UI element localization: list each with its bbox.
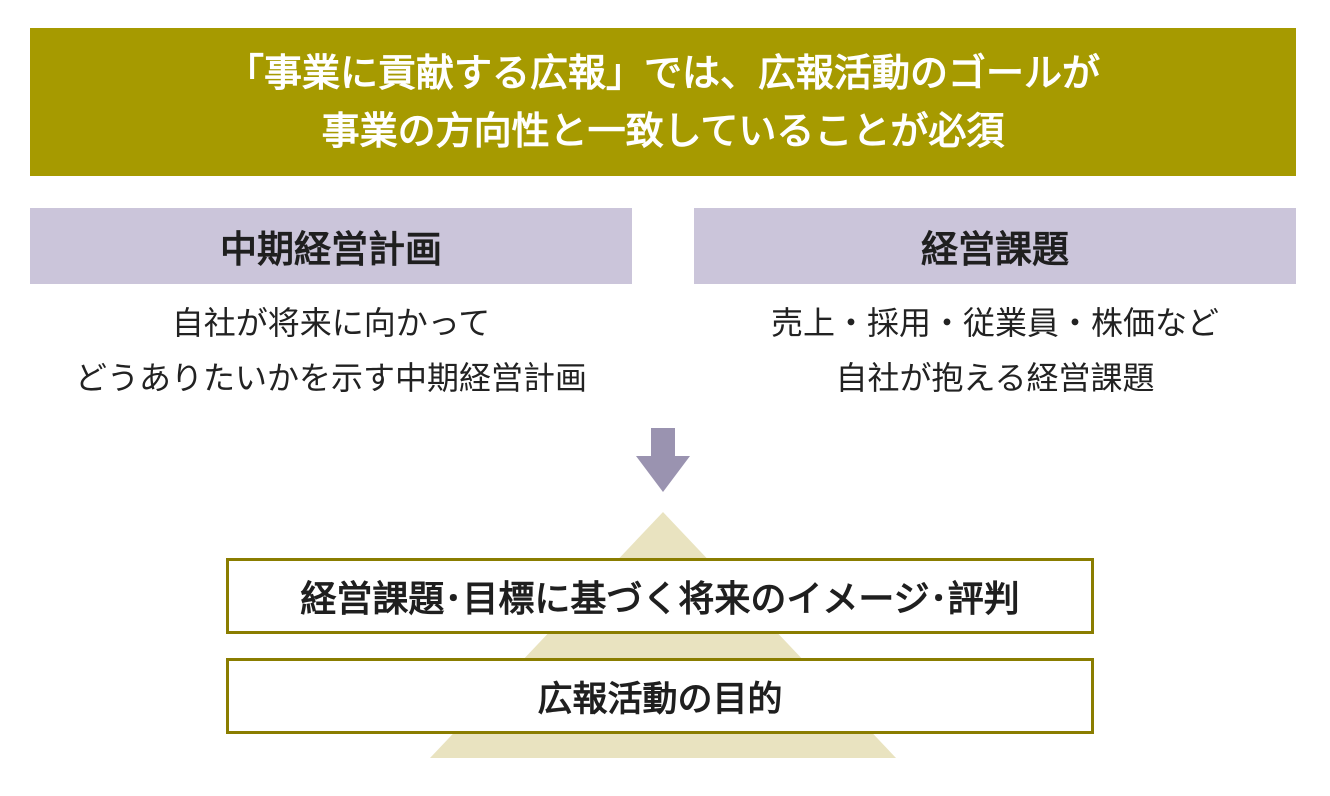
- mid-term-plan-desc-line-2: どうありたいかを示す中期経営計画: [74, 359, 587, 397]
- management-issues-header: 経営課題: [694, 208, 1296, 284]
- future-image-reputation-box: 経営課題･目標に基づく将来のイメージ･評判: [226, 558, 1094, 634]
- mid-term-plan-title: 中期経営計画: [220, 228, 442, 271]
- management-issues-desc-line-2: 自社が抱える経営課題: [835, 359, 1155, 397]
- pr-activity-purpose-box: 広報活動の目的: [226, 658, 1094, 734]
- pr-activity-purpose-label: 広報活動の目的: [537, 679, 783, 720]
- mid-term-plan-header: 中期経営計画: [30, 208, 632, 284]
- headline-banner: 「事業に貢献する広報」では、広報活動のゴールが 事業の方向性と一致していることが…: [30, 28, 1296, 176]
- headline-line-1: 「事業に貢献する広報」では、広報活動のゴールが: [225, 51, 1100, 95]
- management-issues-desc-line-1: 売上・採用・従業員・株価など: [770, 304, 1219, 342]
- future-image-reputation-label: 経営課題･目標に基づく将来のイメージ･評判: [300, 579, 1020, 620]
- headline-line-2: 事業の方向性と一致していることが必須: [321, 109, 1005, 153]
- management-issues-title: 経営課題: [921, 228, 1069, 271]
- mid-term-plan-desc-line-1: 自社が将来に向かって: [171, 304, 491, 342]
- arrow-down-icon: [636, 428, 690, 492]
- management-issues-description: 売上・採用・従業員・株価など 自社が抱える経営課題: [684, 296, 1306, 406]
- mid-term-plan-description: 自社が将来に向かって どうありたいかを示す中期経営計画: [20, 296, 642, 406]
